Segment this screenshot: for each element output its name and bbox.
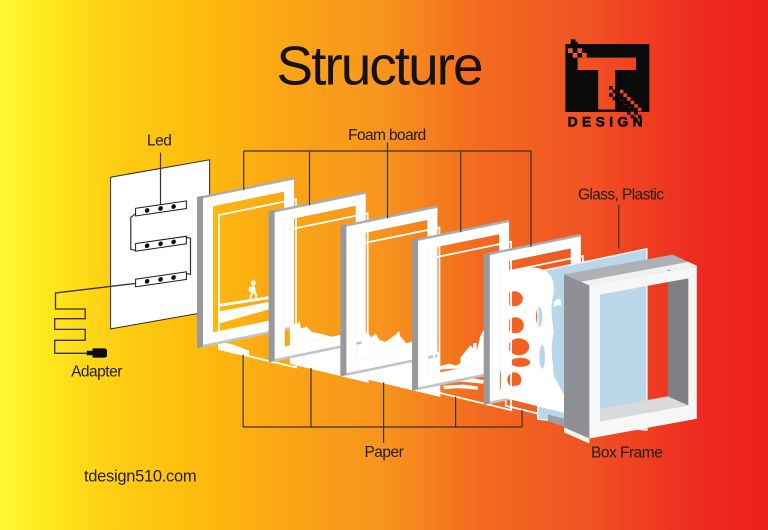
svg-text:Structure: Structure xyxy=(276,35,482,97)
svg-text:Glass, Plastic: Glass, Plastic xyxy=(578,187,664,204)
svg-text:Paper: Paper xyxy=(364,444,403,461)
svg-text:tdesign510.com: tdesign510.com xyxy=(84,468,196,486)
svg-text:Led: Led xyxy=(147,133,172,150)
svg-text:Box Frame: Box Frame xyxy=(591,444,662,461)
svg-text:Foam board: Foam board xyxy=(348,127,426,144)
svg-text:Adapter: Adapter xyxy=(71,364,122,381)
svg-text:DESIGN: DESIGN xyxy=(568,115,647,130)
